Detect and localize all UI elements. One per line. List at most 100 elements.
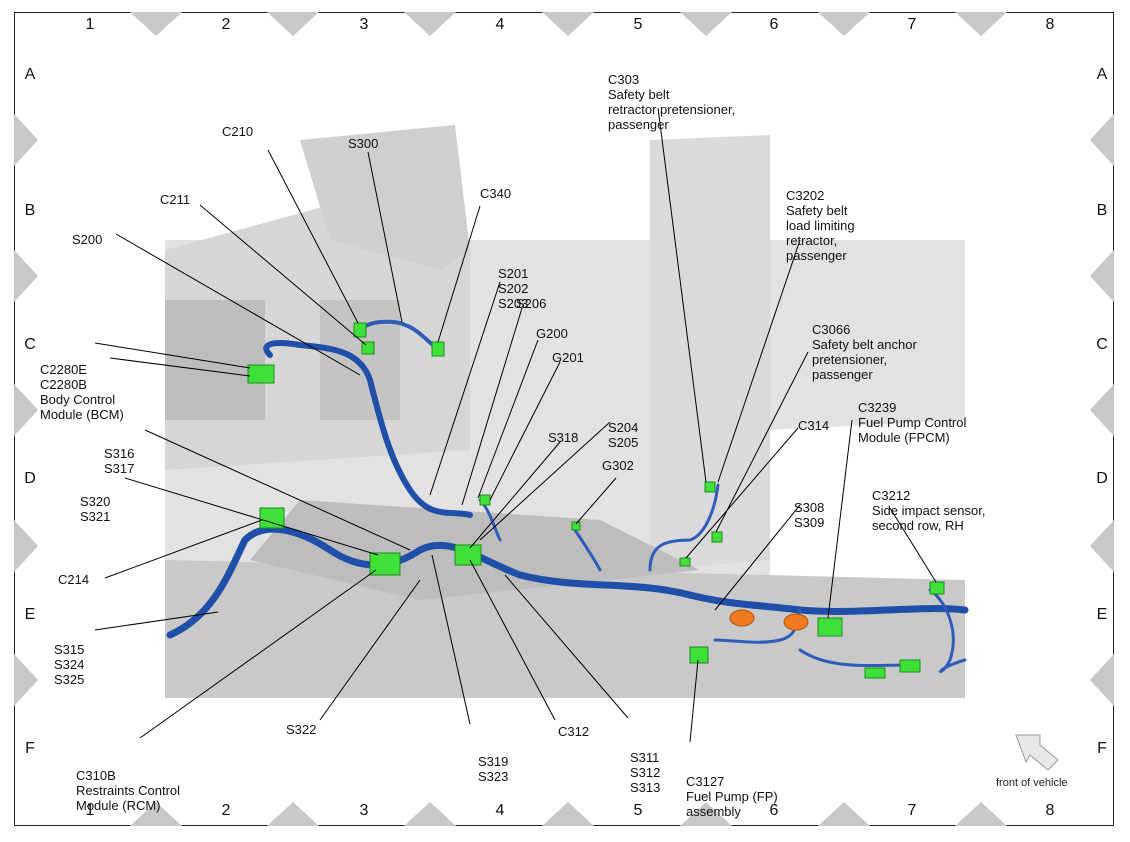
front-of-vehicle-label: front of vehicle bbox=[996, 777, 1068, 789]
column-label: 6 bbox=[769, 802, 779, 819]
edge-marker bbox=[542, 12, 594, 36]
front-of-vehicle-arrow-icon bbox=[1015, 734, 1059, 771]
connector-c3239 bbox=[817, 617, 843, 637]
column-label: 3 bbox=[359, 802, 369, 819]
column-label: 1 bbox=[85, 16, 95, 33]
row-label: A bbox=[1096, 66, 1108, 83]
edge-marker bbox=[542, 802, 594, 826]
callout-c340: C340 bbox=[480, 186, 512, 201]
connector-c211 bbox=[361, 341, 375, 355]
row-label: A bbox=[24, 66, 36, 83]
column-label: 1 bbox=[85, 802, 95, 819]
column-label: 2 bbox=[221, 802, 231, 819]
connector-c214 bbox=[259, 507, 285, 529]
edge-marker bbox=[14, 520, 38, 572]
connector-c3127 bbox=[689, 646, 709, 664]
edge-marker bbox=[1090, 384, 1114, 436]
edge-marker bbox=[404, 12, 456, 36]
row-label: C bbox=[24, 336, 36, 353]
callout-g302: G302 bbox=[602, 458, 634, 473]
edge-marker bbox=[955, 12, 1007, 36]
connector-extra bbox=[899, 659, 921, 673]
connector-c3066 bbox=[711, 531, 723, 543]
row-label: D bbox=[24, 470, 36, 487]
edge-marker bbox=[680, 802, 732, 826]
column-label: 5 bbox=[633, 16, 643, 33]
edge-marker bbox=[130, 12, 182, 36]
callout-s318: S318 bbox=[548, 430, 579, 445]
callout-g201: G201 bbox=[552, 350, 584, 365]
callout-c214: C214 bbox=[58, 572, 90, 587]
edge-marker bbox=[680, 12, 732, 36]
row-label: B bbox=[1096, 202, 1108, 219]
edge-marker bbox=[1090, 520, 1114, 572]
edge-marker bbox=[14, 114, 38, 166]
edge-marker bbox=[267, 802, 319, 826]
connector-extra-2 bbox=[864, 667, 886, 679]
row-label: B bbox=[24, 202, 36, 219]
column-label: 8 bbox=[1045, 16, 1055, 33]
callout-c314: C314 bbox=[798, 418, 830, 433]
edge-marker bbox=[404, 802, 456, 826]
row-label: F bbox=[25, 740, 35, 757]
row-label: D bbox=[1096, 470, 1108, 487]
callout-s322: S322 bbox=[286, 722, 317, 737]
connector-c303 bbox=[704, 481, 716, 493]
column-label: 4 bbox=[495, 802, 505, 819]
row-label: E bbox=[1096, 606, 1108, 623]
column-label: 2 bbox=[221, 16, 231, 33]
connector-c310b bbox=[369, 552, 401, 576]
ground-g302 bbox=[571, 521, 581, 531]
row-label: C bbox=[1096, 336, 1108, 353]
connector-c340 bbox=[431, 341, 445, 357]
connector-c312 bbox=[454, 544, 482, 566]
connector-c2280 bbox=[247, 364, 275, 384]
column-label: 8 bbox=[1045, 802, 1055, 819]
callout-g200: G200 bbox=[536, 326, 568, 341]
column-label: 4 bbox=[495, 16, 505, 33]
edge-marker bbox=[14, 654, 38, 706]
leader-lines bbox=[94, 107, 937, 743]
grid-edge-markers bbox=[14, 12, 1114, 826]
edge-marker bbox=[1090, 114, 1114, 166]
connector-c3212 bbox=[929, 581, 945, 595]
callout-s300: S300 bbox=[348, 136, 379, 151]
connector-c314 bbox=[679, 557, 691, 567]
connectors bbox=[247, 322, 945, 679]
callout-c210: C210 bbox=[222, 124, 254, 139]
edge-marker bbox=[14, 250, 38, 302]
edge-marker bbox=[818, 802, 870, 826]
edge-marker bbox=[818, 12, 870, 36]
row-label: E bbox=[24, 606, 36, 623]
connector-c210 bbox=[353, 322, 367, 338]
column-label: 7 bbox=[907, 16, 917, 33]
ground-g200 bbox=[479, 494, 491, 506]
grommets bbox=[729, 609, 809, 631]
edge-marker bbox=[955, 802, 1007, 826]
callout-c312: C312 bbox=[558, 724, 590, 739]
vehicle-body bbox=[165, 125, 965, 698]
edge-marker bbox=[1090, 250, 1114, 302]
callout-s200: S200 bbox=[72, 232, 103, 247]
edge-marker bbox=[267, 12, 319, 36]
callout-c211: C211 bbox=[160, 192, 191, 207]
row-label: F bbox=[1097, 740, 1107, 757]
edge-marker bbox=[1090, 654, 1114, 706]
column-label: 7 bbox=[907, 802, 917, 819]
